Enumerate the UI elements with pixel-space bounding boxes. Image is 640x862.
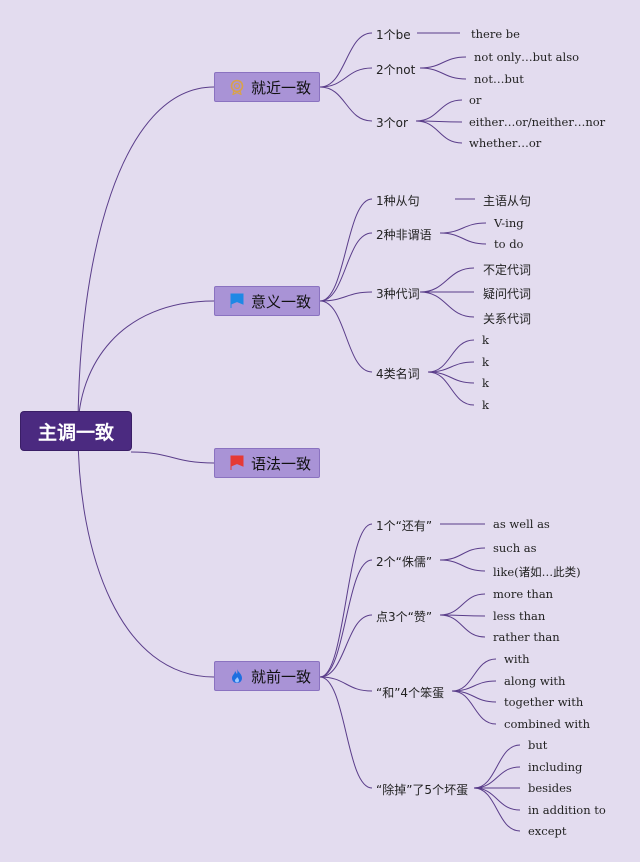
root-topic: 主调一致 xyxy=(21,412,131,450)
leaf-item: in addition to xyxy=(528,803,606,817)
connector-curve xyxy=(77,86,215,432)
connector-curve xyxy=(415,99,463,122)
leaf-item: k xyxy=(482,398,489,412)
leaf-item: not only…but also xyxy=(474,50,580,64)
leaf-item: including xyxy=(528,760,583,774)
connector-curve xyxy=(319,614,373,678)
subtopic: “和”4个笨蛋 xyxy=(376,686,445,700)
subtopic: 1个be xyxy=(376,28,411,42)
connector-curve xyxy=(439,222,487,234)
connector-curve xyxy=(319,32,373,88)
branch-grammar-agreement: 语法一致 xyxy=(214,448,320,478)
connector-curve xyxy=(427,339,475,373)
connector-curve xyxy=(439,547,486,561)
subtopic: 4类名词 xyxy=(376,367,420,381)
connector-curve xyxy=(319,523,373,678)
leaf-item: there be xyxy=(471,27,520,41)
leaf-item: such as xyxy=(493,541,537,555)
branch-label: 就前一致 xyxy=(251,667,312,686)
leaf-item: like(诸如…此类) xyxy=(493,565,581,579)
leaf-item: except xyxy=(528,824,567,838)
subtopic: “除掉”了5个坏蛋 xyxy=(376,783,469,797)
leaf-item: to do xyxy=(494,237,524,251)
connector-curve xyxy=(419,267,475,293)
leaf-item: k xyxy=(482,333,489,347)
leaf-item: along with xyxy=(504,674,566,688)
blue-flag-icon xyxy=(230,293,244,308)
subtopic: 2个not xyxy=(376,63,416,77)
leaf-item: k xyxy=(482,376,489,390)
connector-curve xyxy=(473,744,521,789)
leaf-item: 关系代词 xyxy=(483,312,532,326)
connector-curve xyxy=(319,676,373,789)
connector-curve xyxy=(419,291,475,318)
subtopic: 1种从句 xyxy=(376,194,420,208)
leaf-item: 不定代词 xyxy=(483,263,532,277)
leaf-item: rather than xyxy=(493,630,560,644)
branch-meaning-agreement: 意义一致 xyxy=(214,286,320,316)
subtopic: 1个“还有” xyxy=(376,519,433,533)
leaf-item: k xyxy=(482,355,489,369)
subtopic: 点3个“赞” xyxy=(376,610,433,624)
connector-curve xyxy=(439,559,486,572)
connector-curve xyxy=(451,658,497,692)
leaf-item: or xyxy=(469,93,482,107)
branch-nearby-agreement: 就近一致 xyxy=(214,72,320,102)
branch-label: 语法一致 xyxy=(251,454,312,473)
connector-curve xyxy=(77,430,215,678)
connector-curve xyxy=(319,232,373,302)
leaf-item: more than xyxy=(493,587,554,601)
subtopic: 2种非谓语 xyxy=(376,228,432,242)
connector-curve xyxy=(130,451,215,464)
connector-curve xyxy=(439,593,486,616)
connector-curve xyxy=(319,676,373,692)
subtopic: 2个“侏儒” xyxy=(376,555,433,569)
leaf-item: whether…or xyxy=(469,136,542,150)
leaf-item: combined with xyxy=(504,717,591,731)
connector-curve xyxy=(77,300,215,432)
leaf-item: but xyxy=(528,738,548,752)
connector-curve xyxy=(419,67,467,80)
connector-curve xyxy=(473,787,521,832)
branch-label: 就近一致 xyxy=(251,78,312,97)
connector-curve xyxy=(319,198,373,302)
branch-label: 意义一致 xyxy=(251,292,312,311)
leaf-item: together with xyxy=(504,695,584,709)
connector-curve xyxy=(319,300,373,373)
connector-curve xyxy=(419,56,467,69)
connector-curve xyxy=(473,787,521,811)
connector-curve xyxy=(451,690,497,725)
leaf-item: V-ing xyxy=(494,216,524,230)
flame-icon xyxy=(232,669,242,683)
leaf-item: besides xyxy=(528,781,572,795)
connector-curve xyxy=(319,559,373,678)
branch-preceding-agreement: 就前一致 xyxy=(214,661,320,691)
connector-curve xyxy=(319,291,373,302)
connector-curve xyxy=(439,232,487,245)
leaf-item: 主语从句 xyxy=(483,194,532,208)
medal-icon xyxy=(230,79,244,95)
connector-curve xyxy=(415,120,463,144)
connector-curve xyxy=(439,614,486,638)
leaf-item: as well as xyxy=(493,517,550,531)
connector-curve xyxy=(473,766,521,789)
subtopic: 3种代词 xyxy=(376,287,420,301)
subtopic: 3个or xyxy=(376,116,408,130)
leaf-item: either…or/neither…nor xyxy=(469,115,606,129)
connector-curve xyxy=(319,86,373,122)
leaf-item: less than xyxy=(493,609,546,623)
leaf-item: with xyxy=(504,652,530,666)
connector-curve xyxy=(427,371,475,406)
connector-curve xyxy=(319,67,373,88)
leaf-item: 疑问代词 xyxy=(483,287,532,301)
red-flag-icon xyxy=(230,455,244,470)
leaf-item: not…but xyxy=(474,72,524,86)
